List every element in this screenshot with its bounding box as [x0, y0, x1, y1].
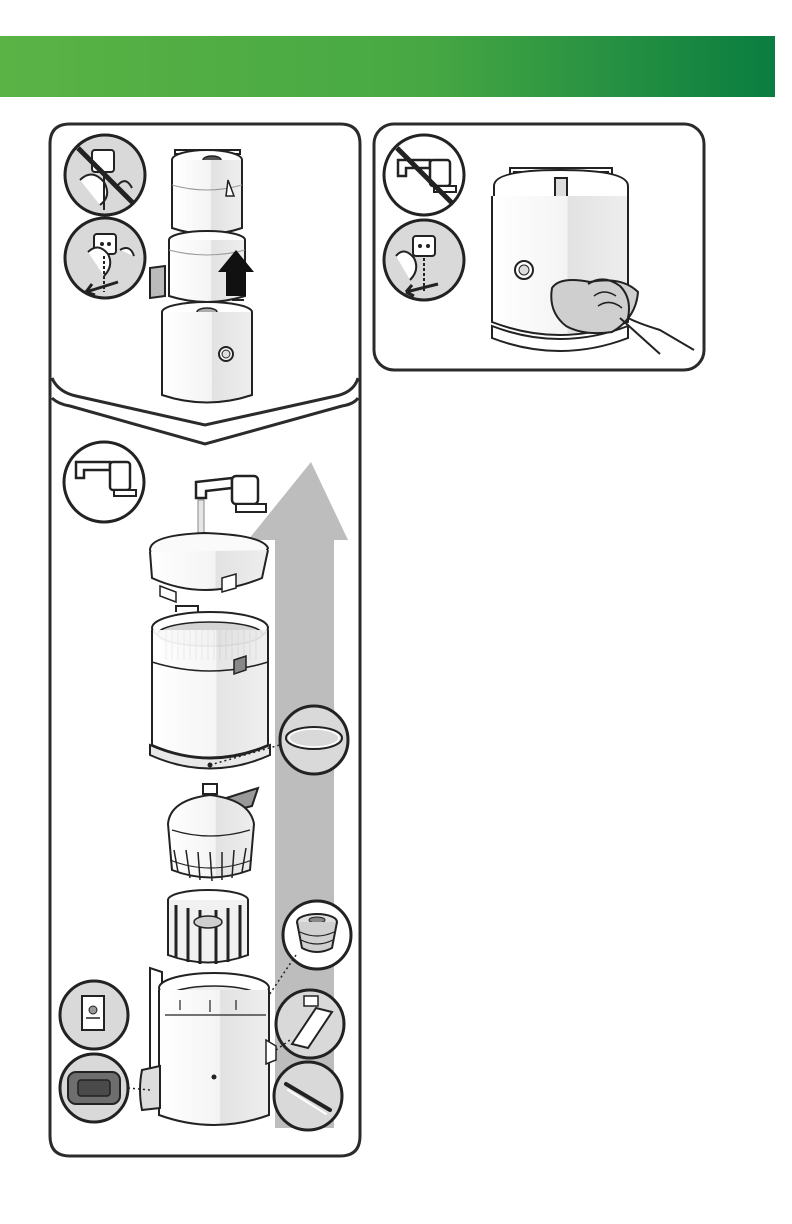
filter-basket — [168, 890, 248, 964]
hopper-lid — [150, 533, 268, 602]
cleaning-tool-callout — [276, 990, 344, 1058]
no-wet-hands-icon — [65, 135, 145, 215]
juicer-base — [140, 968, 276, 1125]
wipe-motor-base-illustration — [492, 168, 694, 354]
drum-seal-callout — [280, 706, 348, 774]
outlet-gasket-callout — [60, 1054, 150, 1122]
juicing-drum — [150, 606, 290, 769]
no-faucet-icon — [384, 135, 464, 215]
pulp-outlet-callout — [60, 981, 128, 1049]
juicer-disassembly-illustration — [150, 150, 254, 403]
faucet-icon — [64, 442, 144, 522]
juicing-screw — [168, 784, 258, 881]
cleaning-brush-callout — [274, 1062, 342, 1130]
unplug-icon — [65, 218, 145, 298]
unplug-icon-right — [384, 220, 464, 300]
